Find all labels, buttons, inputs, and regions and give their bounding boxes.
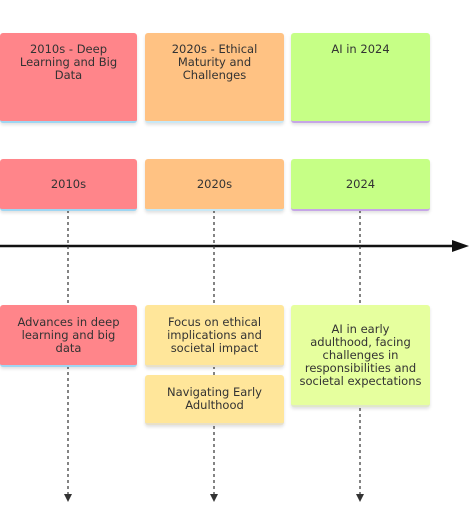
header-note-2024[interactable]: AI in 2024	[291, 33, 430, 123]
header-note-2010s[interactable]: 2010s - Deep Learning and Big Data	[0, 33, 137, 123]
header-note-2020s[interactable]: 2020s - Ethical Maturity and Challenges	[145, 33, 284, 123]
header-note-text: 2010s - Deep Learning and Big Data	[19, 42, 118, 82]
timeline-axis-arrowhead	[452, 240, 469, 252]
period-label: 2010s	[50, 176, 87, 191]
event-note-deep-learning[interactable]: Advances in deep learning and big data	[0, 305, 137, 367]
period-note-2010s[interactable]: 2010s	[0, 159, 137, 211]
event-text: Focus on ethical implications and societ…	[167, 314, 262, 355]
event-text: AI in early adulthood, facing challenges…	[299, 321, 422, 388]
header-note-text: 2020s - Ethical Maturity and Challenges	[171, 42, 258, 82]
period-note-2024[interactable]: 2024	[291, 159, 430, 211]
event-note-early-adulthood[interactable]: Navigating Early Adulthood	[145, 375, 284, 425]
event-note-ethical-focus[interactable]: Focus on ethical implications and societ…	[145, 305, 284, 367]
period-label: 2020s	[196, 176, 233, 191]
event-text: Advances in deep learning and big data	[17, 314, 120, 355]
period-label: 2024	[345, 176, 376, 191]
event-note-ai-2024[interactable]: AI in early adulthood, facing challenges…	[291, 305, 430, 407]
header-note-text: AI in 2024	[331, 42, 390, 56]
period-note-2020s[interactable]: 2020s	[145, 159, 284, 211]
event-text: Navigating Early Adulthood	[167, 385, 262, 412]
